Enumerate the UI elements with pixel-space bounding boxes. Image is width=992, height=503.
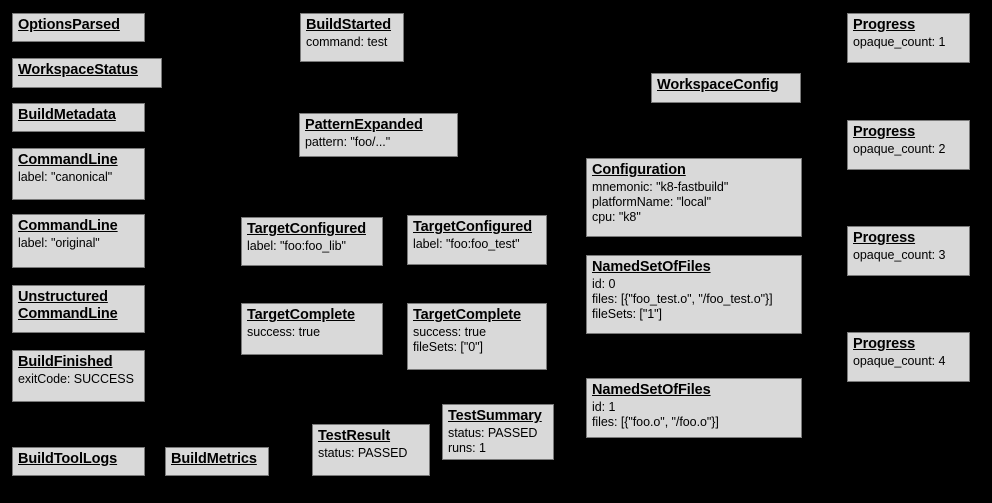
node-fields: label: "foo:foo_lib" xyxy=(247,239,377,254)
node-fields: exitCode: SUCCESS xyxy=(18,372,139,387)
node-title: TargetConfigured xyxy=(247,221,366,237)
node-fields: opaque_count: 3 xyxy=(853,248,964,263)
node-title: Configuration xyxy=(592,162,686,178)
node-field: success: true xyxy=(247,325,320,339)
node-fields: success: true xyxy=(247,325,377,340)
node-field: exitCode: SUCCESS xyxy=(18,372,134,386)
node-field: command: test xyxy=(306,35,388,49)
node-build-metadata[interactable]: BuildMetadata xyxy=(12,103,145,132)
node-field: opaque_count: 2 xyxy=(853,142,946,156)
node-field: pattern: "foo/..." xyxy=(305,135,391,149)
node-field: success: true xyxy=(413,325,486,339)
node-title: BuildMetadata xyxy=(18,107,116,123)
node-title: Progress xyxy=(853,336,916,352)
node-field: status: PASSED xyxy=(448,426,538,440)
node-build-tool-logs[interactable]: BuildToolLogs xyxy=(12,447,145,476)
node-title: BuildFinished xyxy=(18,354,113,370)
node-progress-3[interactable]: Progress opaque_count: 3 xyxy=(847,226,970,276)
node-fields: opaque_count: 4 xyxy=(853,354,964,369)
node-named-set-of-files-1[interactable]: NamedSetOfFiles id: 1 files: [{"foo.o", … xyxy=(586,378,802,438)
node-build-metrics[interactable]: BuildMetrics xyxy=(165,447,269,476)
node-field: label: "canonical" xyxy=(18,170,113,184)
node-unstructured-command-line[interactable]: Unstructured CommandLine xyxy=(12,285,145,333)
node-title: WorkspaceStatus xyxy=(18,62,138,78)
node-field: id: 0 xyxy=(592,277,616,291)
node-title: TestSummary xyxy=(448,408,542,424)
node-test-summary[interactable]: TestSummary status: PASSED runs: 1 xyxy=(442,404,554,460)
node-fields: status: PASSED runs: 1 xyxy=(448,426,548,456)
node-title: Progress xyxy=(853,230,916,246)
node-title: BuildToolLogs xyxy=(18,451,118,467)
node-progress-2[interactable]: Progress opaque_count: 2 xyxy=(847,120,970,170)
node-title: Progress xyxy=(853,124,916,140)
node-field: status: PASSED xyxy=(318,446,408,460)
node-title: CommandLine xyxy=(18,218,118,234)
node-title: TargetComplete xyxy=(247,307,355,323)
node-configuration[interactable]: Configuration mnemonic: "k8-fastbuild" p… xyxy=(586,158,802,237)
node-title: OptionsParsed xyxy=(18,17,120,33)
node-title: PatternExpanded xyxy=(305,117,423,133)
node-title: TestResult xyxy=(318,428,391,444)
node-field: files: [{"foo.o", "/foo.o"}] xyxy=(592,415,719,429)
node-field: fileSets: ["1"] xyxy=(592,307,662,321)
node-field: opaque_count: 3 xyxy=(853,248,946,262)
node-field: label: "foo:foo_test" xyxy=(413,237,520,251)
node-command-line-canonical[interactable]: CommandLine label: "canonical" xyxy=(12,148,145,200)
node-progress-1[interactable]: Progress opaque_count: 1 xyxy=(847,13,970,63)
node-fields: id: 1 files: [{"foo.o", "/foo.o"}] xyxy=(592,400,796,430)
node-field: id: 1 xyxy=(592,400,616,414)
node-test-result[interactable]: TestResult status: PASSED xyxy=(312,424,430,476)
node-field: platformName: "local" xyxy=(592,195,711,209)
node-field: files: [{"foo_test.o", "/foo_test.o"}] xyxy=(592,292,773,306)
node-fields: label: "original" xyxy=(18,236,139,251)
node-title: WorkspaceConfig xyxy=(657,77,779,93)
node-pattern-expanded[interactable]: PatternExpanded pattern: "foo/..." xyxy=(299,113,458,157)
node-workspace-config[interactable]: WorkspaceConfig xyxy=(651,73,801,103)
node-fields: pattern: "foo/..." xyxy=(305,135,452,150)
node-title: NamedSetOfFiles xyxy=(592,259,711,275)
node-field: label: "original" xyxy=(18,236,100,250)
node-title: TargetComplete xyxy=(413,307,521,323)
node-field: label: "foo:foo_lib" xyxy=(247,239,346,253)
node-field: mnemonic: "k8-fastbuild" xyxy=(592,180,729,194)
node-title: TargetConfigured xyxy=(413,219,532,235)
node-title: Progress xyxy=(853,17,916,33)
node-fields: command: test xyxy=(306,35,398,50)
node-target-complete-lib[interactable]: TargetComplete success: true xyxy=(241,303,383,355)
node-fields: opaque_count: 1 xyxy=(853,35,964,50)
node-fields: status: PASSED xyxy=(318,446,424,461)
node-target-configured-foo-test[interactable]: TargetConfigured label: "foo:foo_test" xyxy=(407,215,547,265)
node-title: BuildMetrics xyxy=(171,451,257,467)
node-named-set-of-files-0[interactable]: NamedSetOfFiles id: 0 files: [{"foo_test… xyxy=(586,255,802,334)
node-build-finished[interactable]: BuildFinished exitCode: SUCCESS xyxy=(12,350,145,402)
node-options-parsed[interactable]: OptionsParsed xyxy=(12,13,145,42)
node-fields: id: 0 files: [{"foo_test.o", "/foo_test.… xyxy=(592,277,796,322)
node-field: runs: 1 xyxy=(448,441,486,455)
node-field: fileSets: ["0"] xyxy=(413,340,483,354)
node-target-complete-test[interactable]: TargetComplete success: true fileSets: [… xyxy=(407,303,547,370)
node-field: cpu: "k8" xyxy=(592,210,641,224)
node-title: CommandLine xyxy=(18,152,118,168)
node-build-started[interactable]: BuildStarted command: test xyxy=(300,13,404,62)
node-fields: label: "foo:foo_test" xyxy=(413,237,541,252)
node-command-line-original[interactable]: CommandLine label: "original" xyxy=(12,214,145,268)
node-workspace-status[interactable]: WorkspaceStatus xyxy=(12,58,162,88)
node-title: NamedSetOfFiles xyxy=(592,382,711,398)
node-field: opaque_count: 1 xyxy=(853,35,946,49)
node-fields: mnemonic: "k8-fastbuild" platformName: "… xyxy=(592,180,796,225)
node-fields: opaque_count: 2 xyxy=(853,142,964,157)
node-field: opaque_count: 4 xyxy=(853,354,946,368)
node-progress-4[interactable]: Progress opaque_count: 4 xyxy=(847,332,970,382)
node-fields: success: true fileSets: ["0"] xyxy=(413,325,541,355)
node-fields: label: "canonical" xyxy=(18,170,139,185)
node-title: BuildStarted xyxy=(306,17,392,33)
node-target-configured-foo-lib[interactable]: TargetConfigured label: "foo:foo_lib" xyxy=(241,217,383,266)
node-title: Unstructured CommandLine xyxy=(18,289,118,322)
